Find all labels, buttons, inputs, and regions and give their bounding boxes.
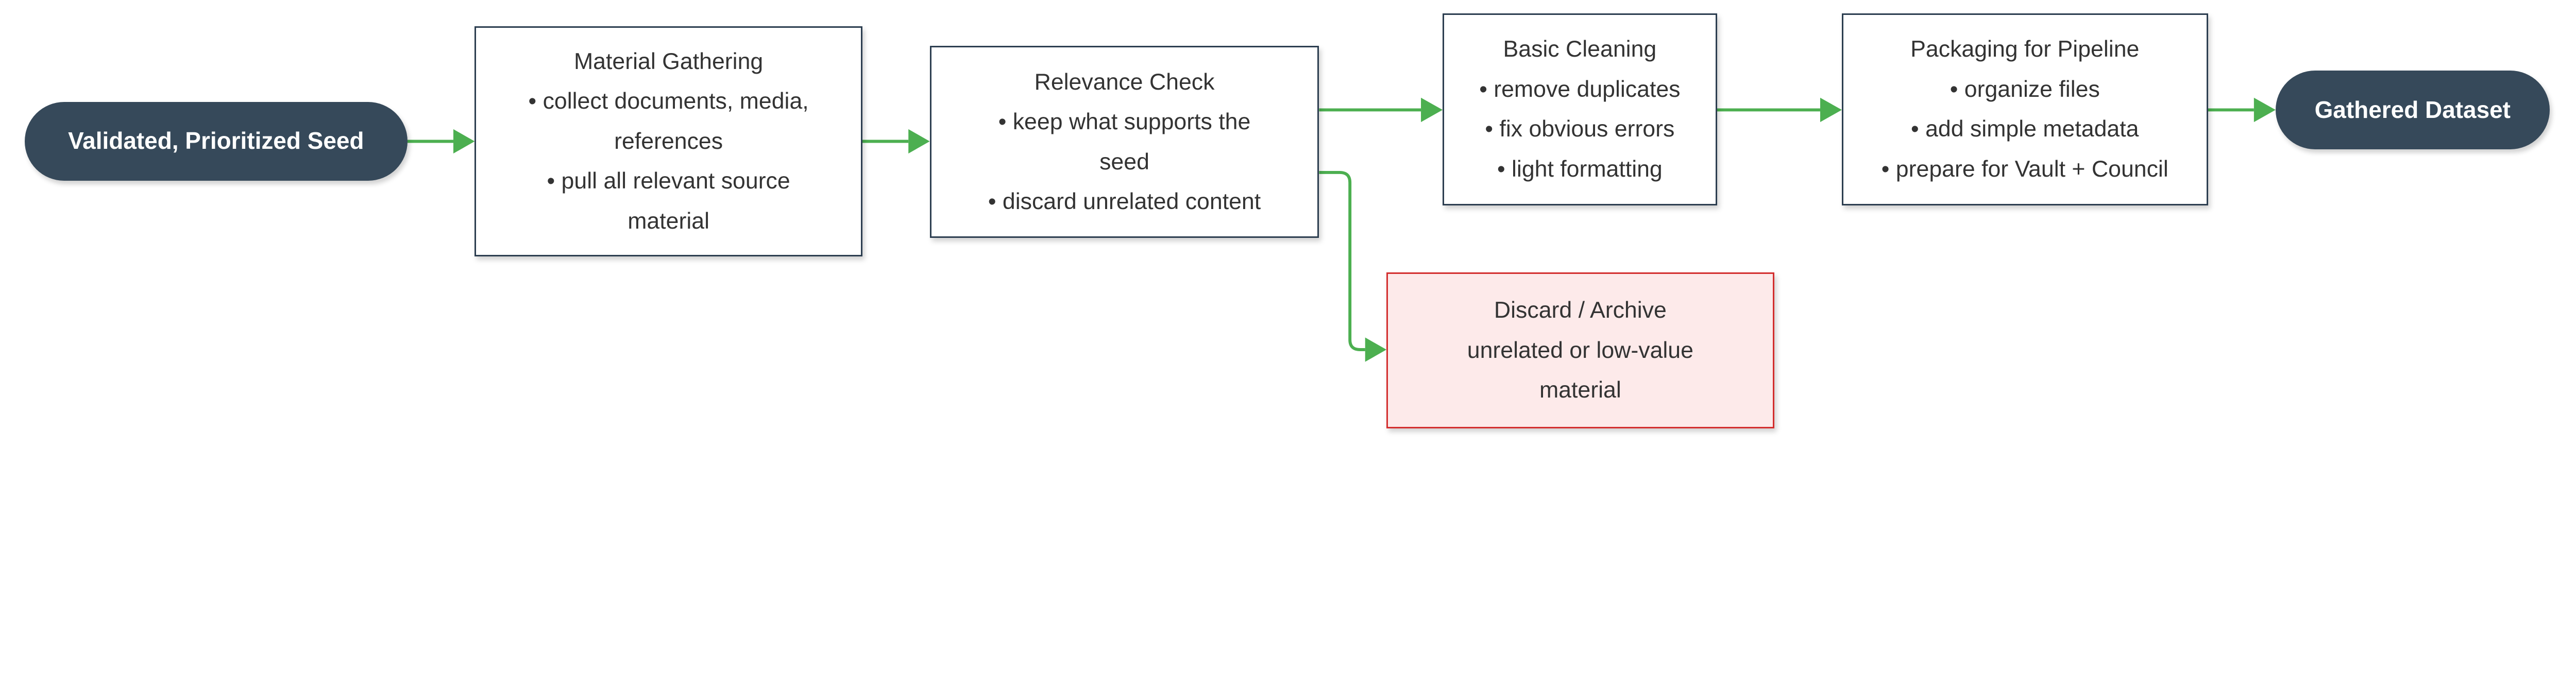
edges-layer <box>407 97 2276 362</box>
arrowhead <box>1365 337 1387 362</box>
packaging-node: Packaging for Pipeline • organize files … <box>1842 13 2208 205</box>
node-title: Discard / Archive <box>1494 298 1667 323</box>
node-line: • discard unrelated content <box>988 189 1261 215</box>
node-line: seed <box>1099 149 1149 175</box>
node-title: Packaging for Pipeline <box>1910 37 2140 62</box>
node-line: • keep what supports the <box>998 109 1251 135</box>
node-line: • fix obvious errors <box>1485 116 1675 142</box>
basic-cleaning-node: Basic Cleaning • remove duplicates • fix… <box>1443 13 1717 205</box>
node-title: Relevance Check <box>1034 69 1215 95</box>
node-line: references <box>614 128 723 154</box>
arrowhead <box>1820 97 1842 123</box>
end-node: Gathered Dataset <box>2275 71 2550 150</box>
node-line: material <box>1539 377 1621 403</box>
start-label: Validated, Prioritized Seed <box>68 127 364 154</box>
node-line: • remove duplicates <box>1479 76 1681 102</box>
node-line: • prepare for Vault + Council <box>1881 156 2168 182</box>
arrowhead <box>453 129 475 154</box>
arrowhead <box>1421 97 1443 123</box>
node-title: Material Gathering <box>574 48 764 74</box>
start-node: Validated, Prioritized Seed <box>24 101 408 181</box>
end-label: Gathered Dataset <box>2314 96 2511 123</box>
material-gathering-node: Material Gathering • collect documents, … <box>474 26 862 256</box>
node-line: • organize files <box>1950 76 2100 102</box>
edge-relevance-discard <box>1319 170 1365 351</box>
arrowhead <box>2253 97 2276 123</box>
node-line: • pull all relevant source <box>547 168 790 194</box>
node-title: Basic Cleaning <box>1503 37 1657 62</box>
node-line: unrelated or low-value <box>1467 337 1693 363</box>
relevance-check-node: Relevance Check • keep what supports the… <box>929 46 1319 238</box>
node-line: • add simple metadata <box>1911 116 2139 142</box>
node-line: material <box>628 208 709 234</box>
discard-archive-node: Discard / Archive unrelated or low-value… <box>1386 272 1774 429</box>
arrowhead <box>908 129 930 154</box>
node-line: • light formatting <box>1497 156 1663 182</box>
node-line: • collect documents, media, <box>528 89 809 114</box>
